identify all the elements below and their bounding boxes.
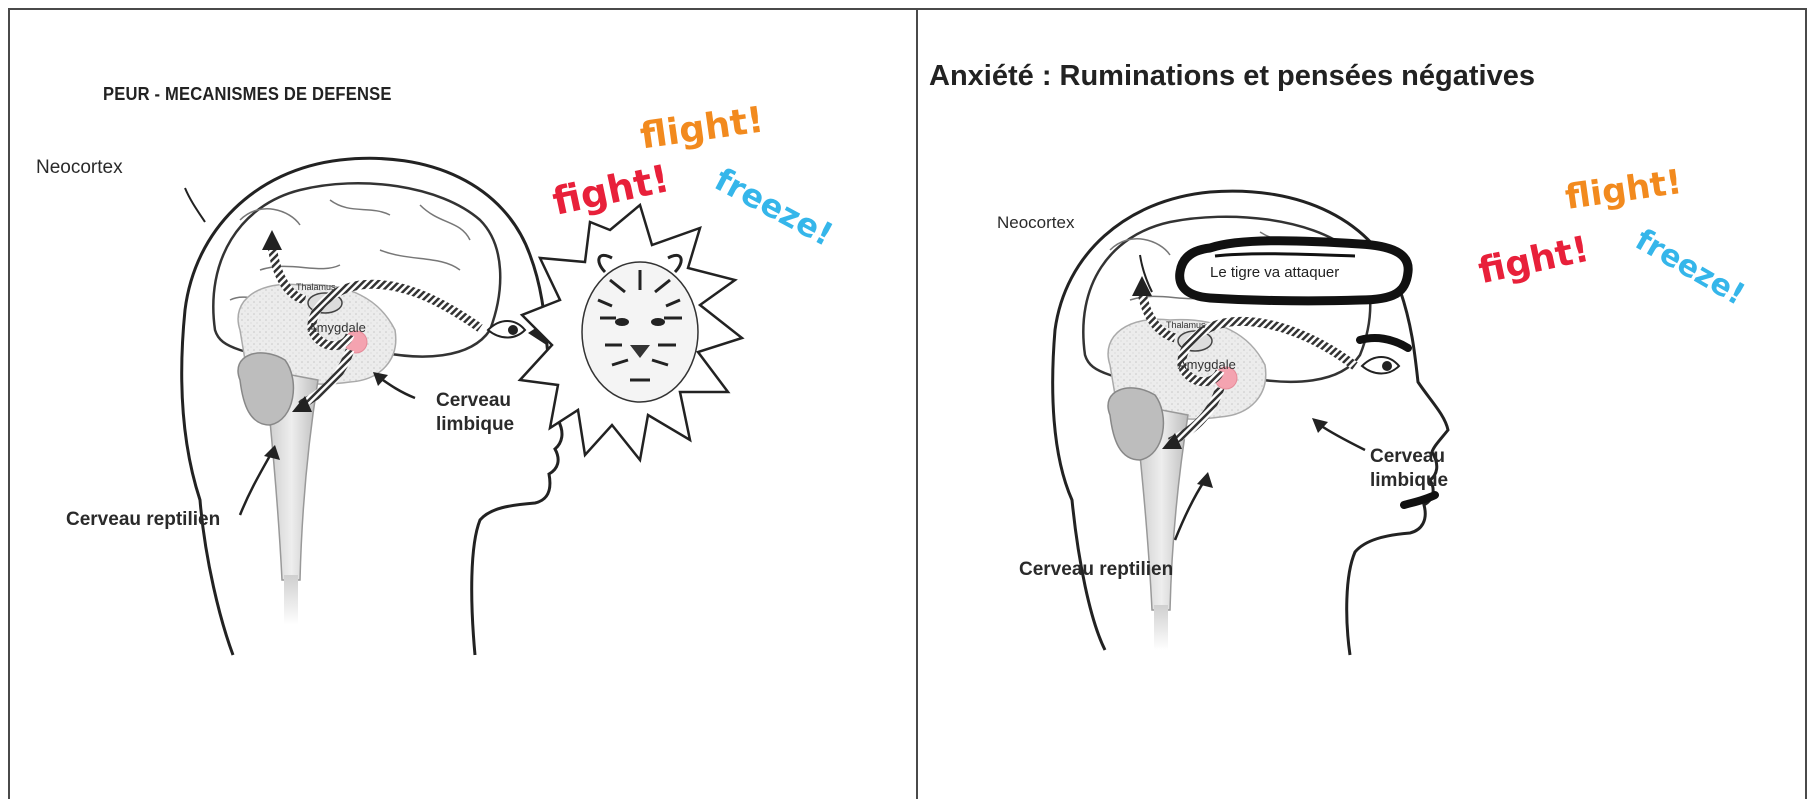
label-thalamus-left: Thalamus	[296, 282, 336, 292]
label-cerveau-limbique-left: Cerveau limbique	[436, 389, 514, 437]
label-amygdale-right: Amygdale	[1178, 357, 1236, 372]
label-limbique-line2-right: limbique	[1370, 469, 1448, 493]
head-left	[182, 158, 595, 655]
thought-text: Le tigre va attaquer	[1210, 264, 1339, 281]
label-thalamus-right: Thalamus	[1166, 320, 1206, 330]
label-neocortex-right: Neocortex	[997, 213, 1074, 233]
label-amygdale-left: Amygdale	[308, 320, 366, 335]
panel-title-fear: PEUR - MECANISMES DE DEFENSE	[103, 84, 392, 105]
tiger-starburst	[520, 205, 742, 460]
label-cerveau-limbique-right: Cerveau limbique	[1370, 445, 1448, 493]
label-cerveau-reptilien-left: Cerveau reptilien	[66, 508, 220, 532]
label-neocortex-left: Neocortex	[36, 157, 123, 179]
label-limbique-line2-left: limbique	[436, 413, 514, 437]
head-right	[1053, 191, 1448, 655]
label-limbique-line1-left: Cerveau	[436, 389, 514, 413]
panel-title-anxiety: Anxiété : Ruminations et pensées négativ…	[929, 60, 1535, 93]
label-limbique-line1-right: Cerveau	[1370, 445, 1448, 469]
label-cerveau-reptilien-right: Cerveau reptilien	[1019, 558, 1173, 582]
